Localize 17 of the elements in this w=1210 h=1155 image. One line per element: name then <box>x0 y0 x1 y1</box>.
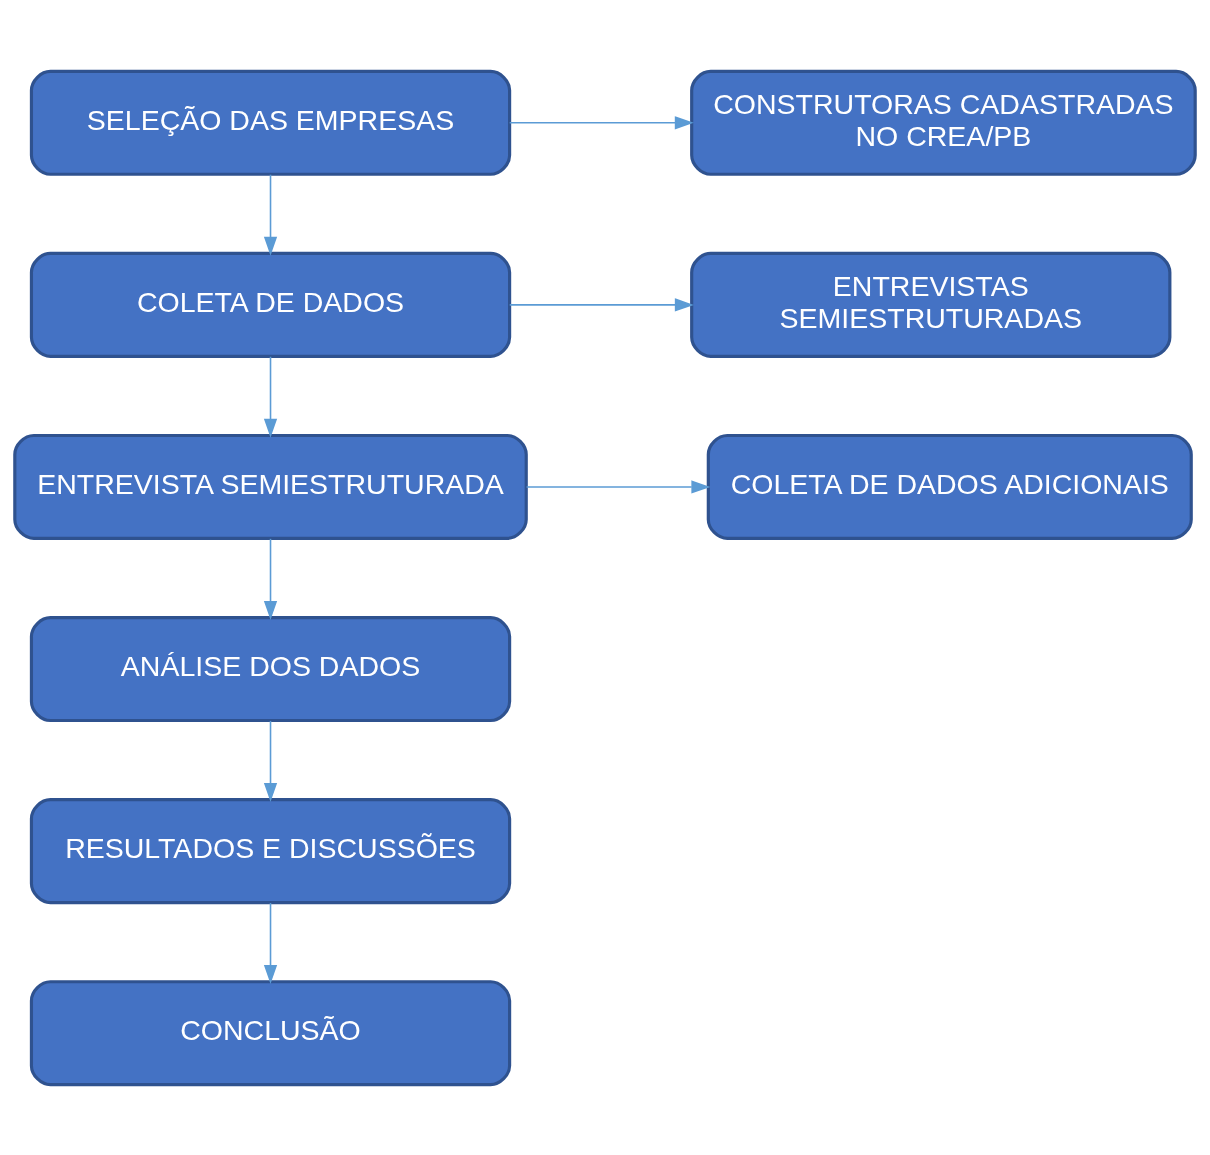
node-box: RESULTADOS E DISCUSSÕES <box>29 797 512 904</box>
arrow <box>263 355 278 438</box>
arrow <box>263 901 278 984</box>
node-box: COLETA DE DADOS <box>29 251 512 358</box>
node-box: ENTREVISTA SEMIESTRUTURADA <box>13 433 528 540</box>
node-box: ANÁLISE DOS DADOS <box>29 615 512 722</box>
arrow <box>508 297 694 312</box>
node-box: CONCLUSÃO <box>29 979 512 1086</box>
arrow <box>508 115 694 129</box>
arrow <box>263 719 278 802</box>
node-box: CONSTRUTORAS CADASTRADAS NO CREA/PB <box>690 69 1197 176</box>
node-box: ENTREVISTAS SEMIESTRUTURADAS <box>690 251 1172 358</box>
node-box: COLETA DE DADOS ADICIONAIS <box>706 433 1193 540</box>
arrow <box>263 537 278 620</box>
arrow <box>525 479 711 494</box>
arrow <box>263 173 278 256</box>
node-box: SELEÇÃO DAS EMPRESAS <box>29 69 512 176</box>
